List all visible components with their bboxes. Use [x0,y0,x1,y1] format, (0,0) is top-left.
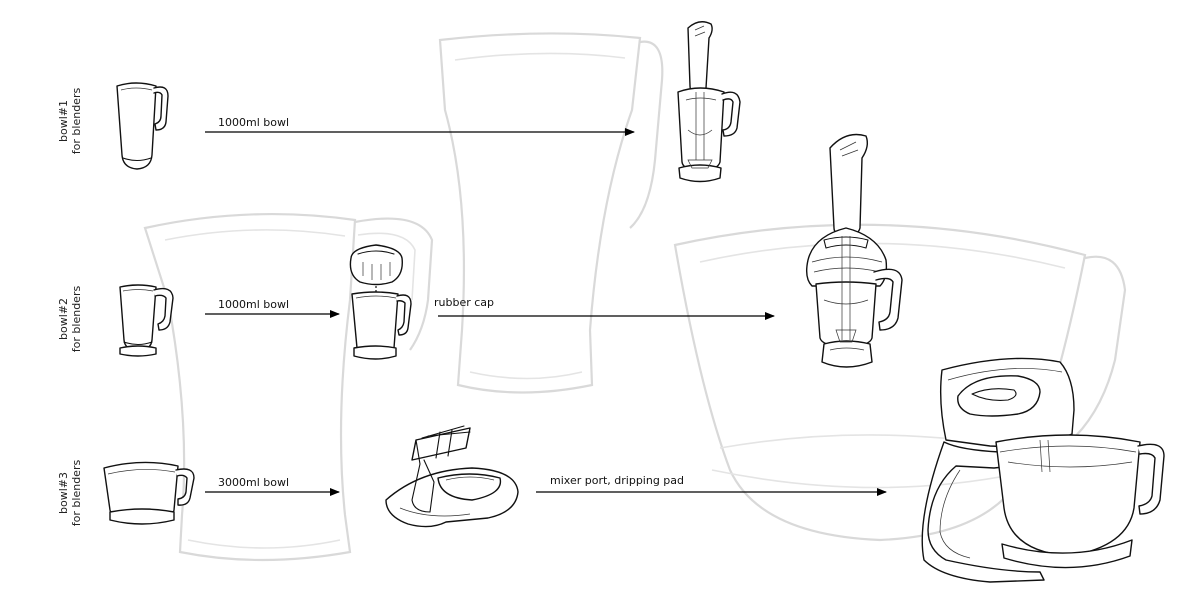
stick-blender-with-capped-bowl [805,133,903,368]
row2-label: bowl#2 for blenders [57,259,83,379]
row2-arrow1-label: 1000ml bowl [218,298,290,311]
row3-title: bowl#3 [57,472,70,514]
row2-subtitle: for blenders [70,285,83,353]
row1-label: bowl#1 for blenders [57,61,83,181]
row3-arrow1-label: 3000ml bowl [218,476,290,489]
row1-subtitle: for blenders [70,87,83,155]
bowl3-cup-icon [103,461,195,525]
bowl2-cup-icon [119,284,174,357]
background-ghost-pitcher-center [438,32,664,394]
row3-subtitle: for blenders [70,459,83,527]
mixer-port-with-dripping-pad [385,425,519,528]
stand-mixer-assembly [921,357,1165,583]
row3-arrow2-label: mixer port, dripping pad [550,474,685,487]
hand-blender-with-bowl1 [677,21,741,183]
bowl1-cup-icon [116,82,169,170]
row1-title: bowl#1 [57,100,70,142]
bowl2-with-rubber-cap [349,244,412,360]
background-ghost-pitcher-left [143,212,434,562]
row1-arrow1-label: 1000ml bowl [218,116,290,129]
row2-arrow2-label: rubber cap [434,296,495,309]
row2-title: bowl#2 [57,298,70,340]
row3-label: bowl#3 for blenders [57,433,83,553]
